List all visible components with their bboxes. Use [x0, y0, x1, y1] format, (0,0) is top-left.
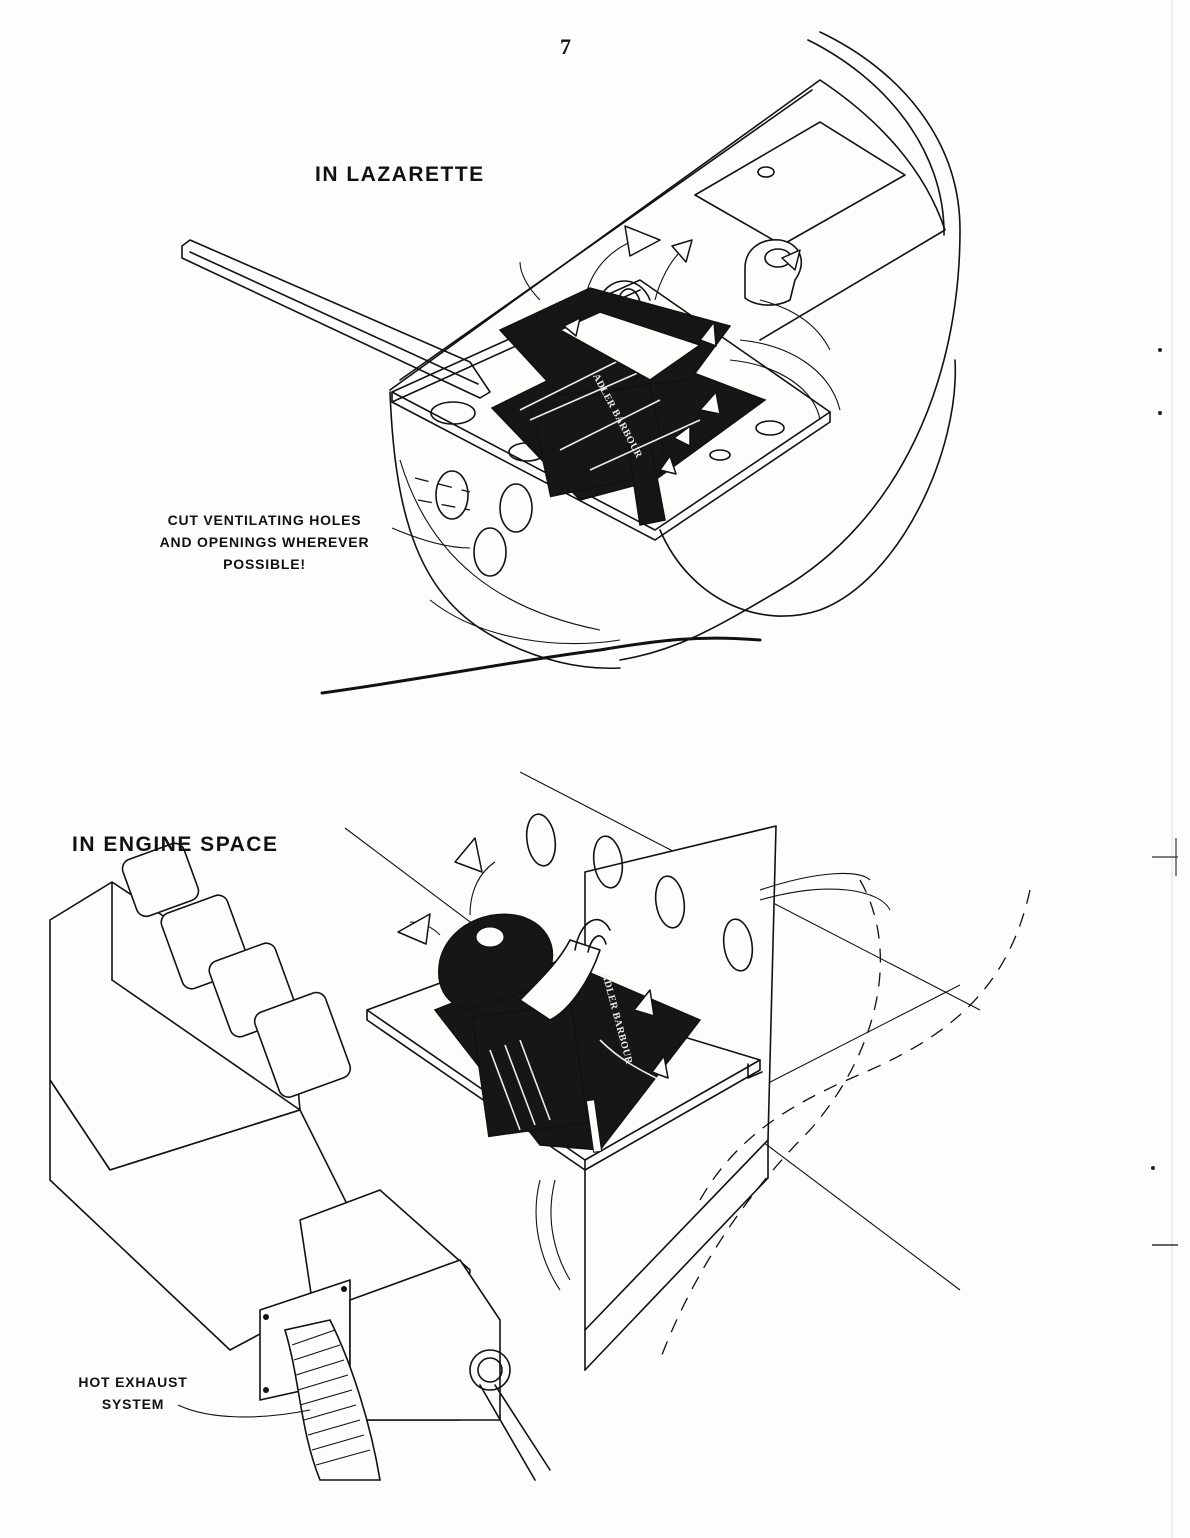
- lazarette-shell: [389, 391, 621, 670]
- heading-engine-space: IN ENGINE SPACE: [72, 833, 279, 856]
- refrigeration-unit: [490, 280, 767, 526]
- heading-lazarette: IN LAZARETTE: [315, 163, 485, 186]
- callout-line: SYSTEM: [101, 1396, 165, 1412]
- tiller-rail: [181, 239, 491, 399]
- engine-block: [49, 842, 551, 1481]
- callout-line: AND OPENINGS WHEREVER: [159, 534, 370, 550]
- vent-hole: [592, 835, 624, 889]
- callout-line: POSSIBLE!: [223, 556, 306, 572]
- vent-hole: [499, 483, 533, 533]
- vent-hole: [722, 918, 754, 972]
- exhaust-callout: HOT EXHAUST SYSTEM: [58, 1371, 208, 1415]
- water-line: [320, 636, 762, 695]
- callout-leader: [391, 527, 471, 549]
- hatch-panel: [694, 121, 906, 246]
- vent-hole: [473, 527, 507, 577]
- page-number: 7: [560, 34, 571, 59]
- vent-hole: [525, 813, 557, 867]
- hull-outline: [619, 31, 961, 661]
- deck-edge: [389, 79, 946, 391]
- callout-line: HOT EXHAUST: [78, 1374, 188, 1390]
- callout-line: CUT VENTILATING HOLES: [167, 512, 362, 528]
- exhaust-hose: [283, 1319, 381, 1481]
- refrigeration-unit: [433, 913, 702, 1153]
- vent-hole: [435, 470, 469, 520]
- vent-hole: [654, 875, 686, 929]
- callout-leader: [177, 1404, 311, 1418]
- ventilation-callout: CUT VENTILATING HOLES AND OPENINGS WHERE…: [142, 509, 387, 575]
